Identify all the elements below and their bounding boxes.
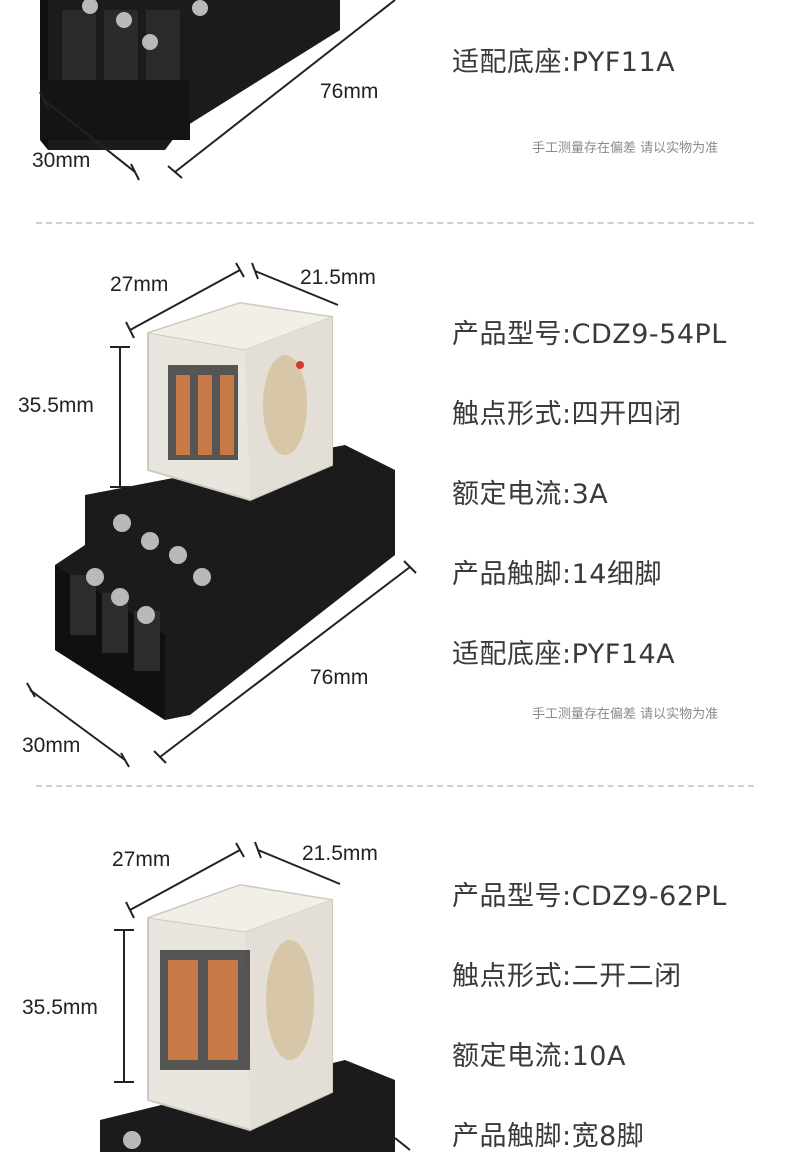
spec-pins: 产品触脚:14细脚 xyxy=(452,559,662,590)
section-divider xyxy=(36,785,754,787)
measurement-note: 手工测量存在偏差 请以实物为准 xyxy=(532,141,719,156)
spec-socket: 适配底座:PYF11A xyxy=(452,47,676,78)
spec-socket: 适配底座:PYF14A xyxy=(452,639,676,670)
socket-image-1 xyxy=(39,0,396,181)
dim-height: 35.5mm xyxy=(22,996,98,1019)
dim-width-top: 21.5mm xyxy=(302,842,378,865)
dim-depth: 27mm xyxy=(110,273,169,296)
spec-current: 额定电流:3A xyxy=(452,479,609,510)
dim-depth: 27mm xyxy=(112,848,171,871)
section-divider xyxy=(36,222,754,224)
spec-model: 产品型号:CDZ9-62PL xyxy=(452,881,727,912)
spec-contact: 触点形式:四开四闭 xyxy=(452,399,682,430)
spec-contact: 触点形式:二开二闭 xyxy=(452,961,682,992)
dim-height: 35.5mm xyxy=(18,394,94,417)
dim-width-top: 21.5mm xyxy=(300,266,376,289)
dim-length: 76mm xyxy=(310,666,369,689)
measurement-note: 手工测量存在偏差 请以实物为准 xyxy=(532,707,719,722)
dim-width: 30mm xyxy=(32,149,91,172)
relay-image-3 xyxy=(100,841,411,1152)
spec-pins: 产品触脚:宽8脚 xyxy=(452,1121,645,1152)
dim-length: 76mm xyxy=(320,80,379,103)
relay-image-2 xyxy=(26,262,417,768)
spec-model: 产品型号:CDZ9-54PL xyxy=(452,319,727,350)
dim-width: 30mm xyxy=(22,734,81,757)
spec-current: 额定电流:10A xyxy=(452,1041,626,1072)
